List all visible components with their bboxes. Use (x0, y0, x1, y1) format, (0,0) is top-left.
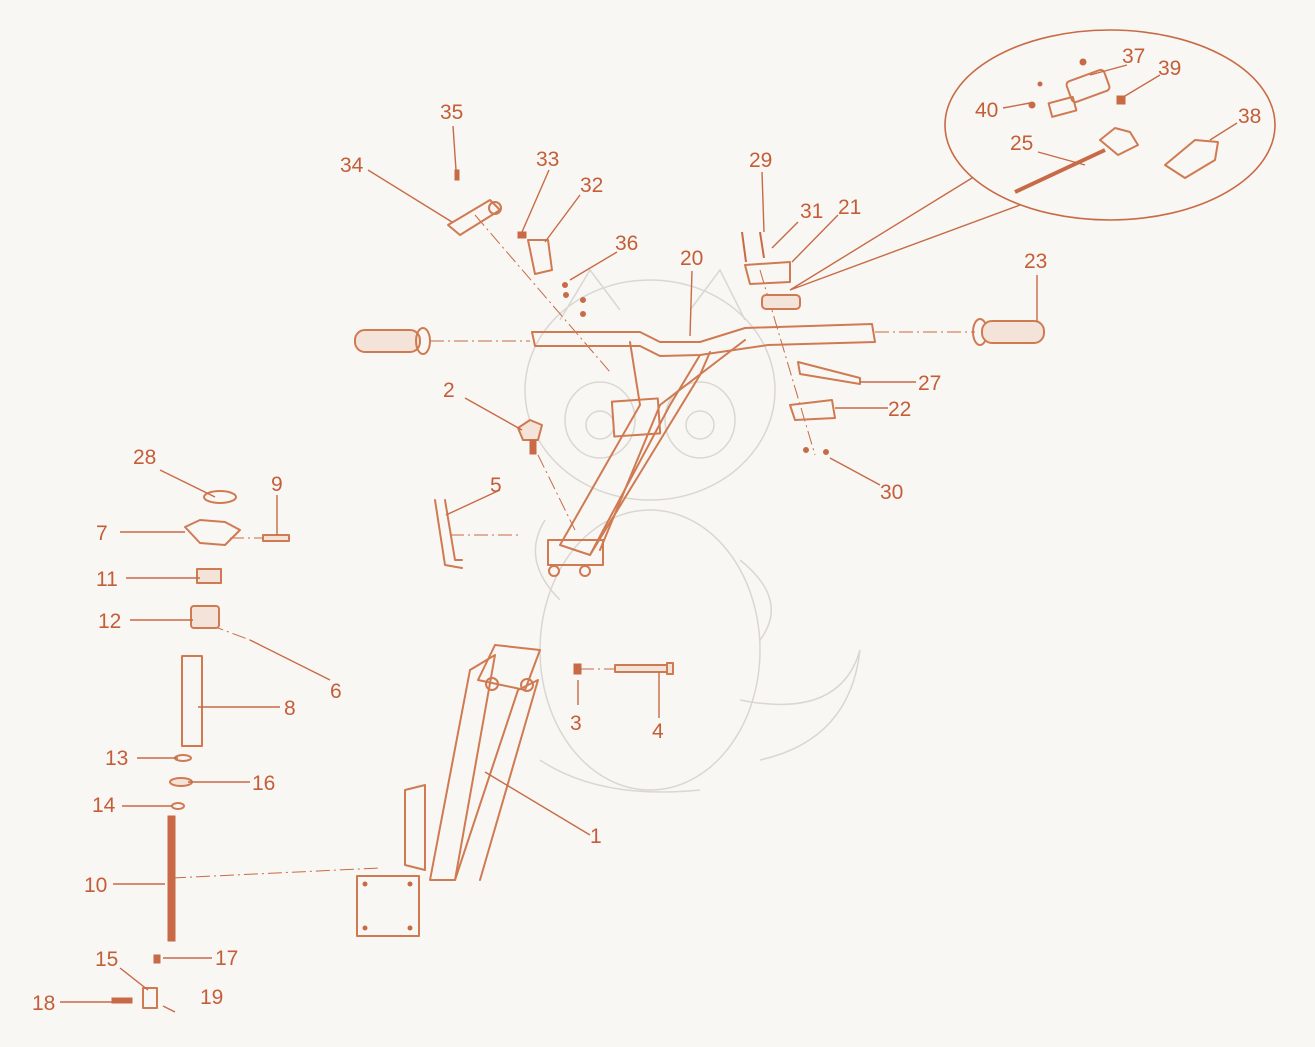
callout-10: 10 (84, 874, 107, 897)
callout-7: 7 (96, 522, 108, 545)
callout-27: 27 (918, 372, 941, 395)
callout-32: 32 (580, 174, 603, 197)
callout-9: 9 (271, 473, 283, 496)
callout-39: 39 (1158, 57, 1181, 80)
callout-13: 13 (105, 747, 128, 770)
callout-37: 37 (1122, 45, 1145, 68)
callout-17: 17 (215, 947, 238, 970)
callout-14: 14 (92, 794, 116, 817)
steering-column (111, 490, 290, 1013)
grip-left (354, 327, 431, 355)
callout-28: 28 (133, 446, 156, 469)
callout-31: 31 (800, 200, 823, 223)
callout-20: 20 (680, 247, 703, 270)
callout-3: 3 (570, 712, 582, 735)
callout-34: 34 (340, 154, 364, 177)
callout-21: 21 (838, 196, 861, 219)
frame-part-1 (356, 644, 541, 937)
callout-6: 6 (330, 680, 342, 703)
callout-33: 33 (536, 148, 559, 171)
callout-labels: 1 2 3 4 5 6 7 8 9 10 11 12 13 14 15 16 1… (32, 45, 1261, 1015)
grip-right-part-23 (972, 318, 1045, 346)
callout-38: 38 (1238, 105, 1261, 128)
pin-part-5 (434, 499, 463, 569)
callout-5: 5 (490, 474, 502, 497)
throttle-assembly (447, 169, 586, 317)
bolt-part-4 (573, 662, 674, 675)
callout-11: 11 (96, 568, 118, 591)
callout-8: 8 (284, 697, 296, 720)
callout-18: 18 (32, 992, 55, 1015)
callout-1: 1 (590, 825, 602, 848)
callout-16: 16 (252, 772, 275, 795)
callout-2: 2 (443, 379, 455, 402)
callout-12: 12 (98, 610, 121, 633)
callout-29: 29 (749, 149, 772, 172)
leader-lines (60, 64, 1238, 1003)
dragon-watermark (524, 268, 861, 793)
detail-zoom-bubble (789, 29, 1276, 291)
callout-35: 35 (440, 101, 463, 124)
callout-30: 30 (880, 481, 903, 504)
callout-15: 15 (95, 948, 118, 971)
callout-40: 40 (975, 99, 998, 122)
callout-22: 22 (888, 398, 911, 421)
callout-23: 23 (1024, 250, 1047, 273)
bolt-part-2 (517, 419, 543, 455)
handlebar-part-20 (531, 323, 876, 577)
callout-25: 25 (1010, 132, 1033, 155)
callout-4: 4 (652, 720, 664, 743)
brake-controls (741, 231, 861, 455)
callout-36: 36 (615, 232, 638, 255)
callout-19: 19 (200, 986, 223, 1009)
